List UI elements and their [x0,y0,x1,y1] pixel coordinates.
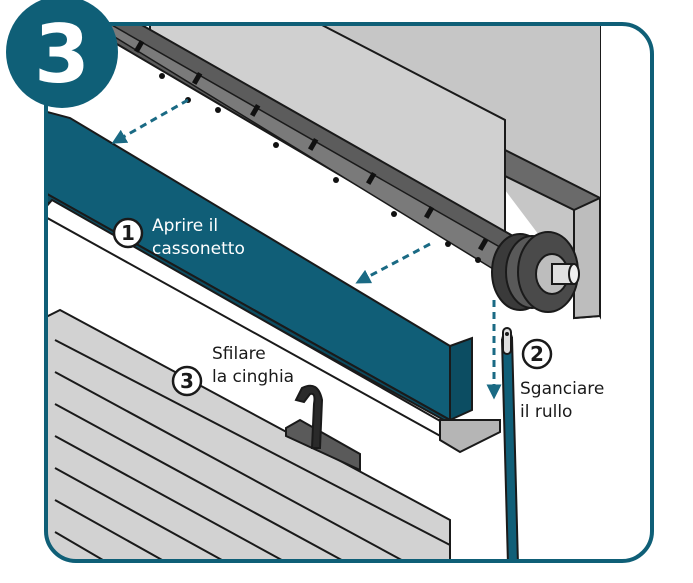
step-badge: 3 [6,0,118,108]
slat-shutter [46,308,451,561]
callout-3-line1: Sfilare [212,344,266,364]
callout-2-line2: il rullo [520,402,572,422]
callout-unhook-roller: 2 Sganciare il rullo [520,338,604,422]
step-frame [44,22,654,563]
callout-remove-strap: 3 Sfilare la cinghia [171,344,294,397]
callout-3-number: 3 [180,369,194,393]
callout-1-number: 1 [121,221,135,245]
end-pulley [491,231,580,313]
callout-open-box: 1 Aprire il cassonetto [112,216,245,259]
motion-arrows [111,98,502,400]
callout-2-line1: Sganciare [520,379,604,399]
callout-3-line2: la cinghia [212,367,294,387]
step-number: 3 [34,8,90,101]
callout-1-line1: Aprire il [152,216,218,236]
strap-vertical [500,327,520,561]
callout-2-number: 2 [530,342,544,366]
box-cover-panel [46,108,501,454]
shaft-slots [134,40,489,263]
callout-1-line2: cassonetto [152,239,245,259]
illustration [46,24,652,561]
